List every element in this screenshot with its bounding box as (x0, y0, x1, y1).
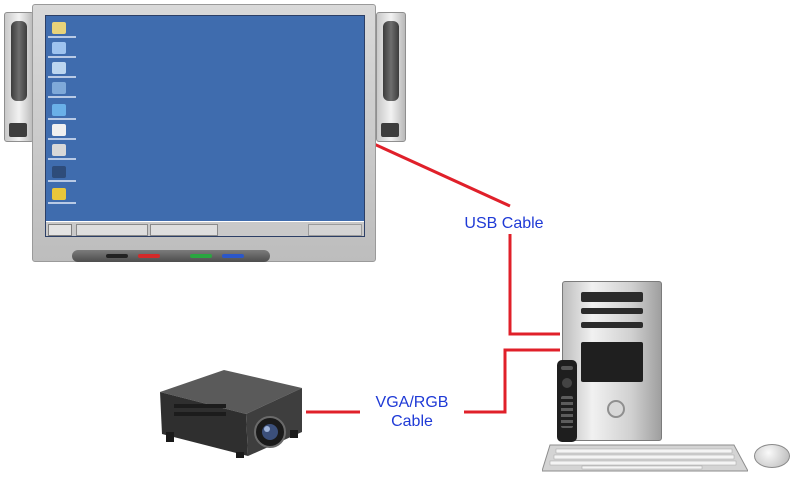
desktop-folder-icon (52, 22, 66, 34)
start-button (48, 224, 72, 236)
power-button-icon (607, 400, 625, 418)
desktop-recycle-icon (52, 82, 66, 94)
taskbar-button (150, 224, 218, 236)
desktop-tool-icon (52, 124, 66, 136)
speaker-grill (11, 21, 27, 101)
whiteboard-icon (32, 4, 376, 262)
desktop-network-icon (52, 62, 66, 74)
speaker-base (9, 123, 27, 137)
vga-cable-line (464, 348, 560, 414)
black-pen-icon (106, 254, 128, 258)
red-pen-icon (138, 254, 160, 258)
vga-cable-label-line1: VGA/RGB (375, 394, 449, 411)
left-speaker-icon (4, 12, 34, 142)
right-speaker-icon (376, 12, 406, 142)
vga-cable-label: VGA/RGB Cable (362, 393, 462, 431)
blue-pen-icon (222, 254, 244, 258)
pc-tower-icon (562, 281, 662, 441)
projector-icon (160, 370, 302, 458)
keyboard-icon (542, 444, 748, 472)
system-tray (308, 224, 362, 236)
front-panel (581, 342, 643, 382)
speaker-base (381, 123, 399, 137)
usb-cable-line-lower (508, 234, 560, 336)
desktop-pen-icon (52, 166, 66, 178)
desktop-browser-icon (52, 104, 66, 116)
usb-cable-label: USB Cable (458, 214, 550, 233)
remote-icon (557, 360, 577, 442)
drive-bay (581, 292, 643, 302)
desktop-computer-icon (52, 42, 66, 54)
mouse-icon (754, 444, 790, 468)
taskbar (46, 221, 364, 236)
vga-cable-label-line2: Cable (391, 413, 433, 430)
green-pen-icon (190, 254, 212, 258)
taskbar-button (76, 224, 148, 236)
pen-tray (72, 250, 270, 262)
whiteboard-screen (45, 15, 365, 237)
drive-bay (581, 308, 643, 314)
desktop-drive-icon (52, 144, 66, 156)
drive-bay (581, 322, 643, 328)
speaker-grill (383, 21, 399, 101)
usb-cable-line (373, 142, 511, 208)
desktop-paint-icon (52, 188, 66, 200)
